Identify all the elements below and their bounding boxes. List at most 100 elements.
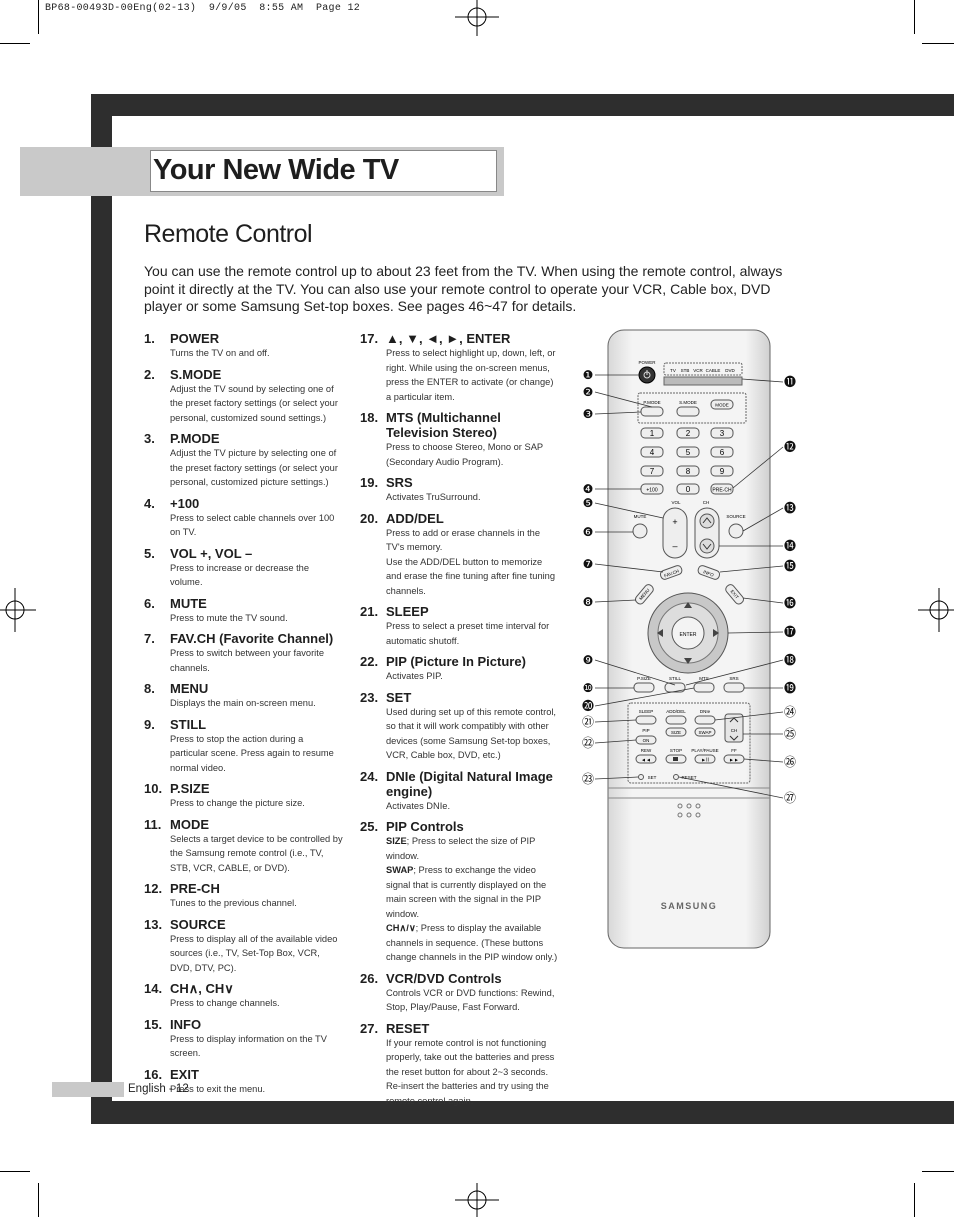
srs-button[interactable]: [723, 682, 745, 693]
item-number: 11.: [144, 816, 162, 832]
mode-cable-label: CABLE: [706, 368, 721, 373]
digit-1-button[interactable]: [640, 427, 664, 439]
digit-6-button[interactable]: [710, 446, 734, 458]
srs-label: SRS: [729, 676, 738, 681]
item-description: Press to change channels.: [170, 998, 280, 1008]
item-number: 7.: [144, 631, 155, 646]
enter-button[interactable]: [671, 616, 705, 650]
still-button[interactable]: [664, 682, 686, 693]
volume-rocker[interactable]: [662, 507, 688, 559]
item-number: 23.: [360, 689, 379, 705]
item-name: SLEEP: [386, 604, 429, 619]
item-name: P.MODE: [170, 431, 220, 446]
pip-swap-button[interactable]: [694, 727, 716, 737]
digit-2-button[interactable]: [676, 427, 700, 439]
crop-mark: [922, 43, 954, 44]
set-label: SET: [648, 775, 657, 780]
mode-button[interactable]: [710, 399, 734, 410]
favch-button[interactable]: [659, 564, 683, 580]
callout-15: ⓯: [784, 559, 796, 573]
callout-3: ❸: [583, 407, 594, 421]
item-number: 13.: [144, 916, 163, 932]
mode-stb-label: STB: [681, 368, 690, 373]
menu-button[interactable]: [634, 583, 655, 606]
mute-button[interactable]: [632, 523, 648, 539]
print-header: BP68-00493D-00Eng(02-13) 9/9/05 8:55 AM …: [45, 3, 361, 14]
list-item: 24.DNIe (Digital Natural Image engine)Ac…: [360, 769, 560, 814]
smode-button[interactable]: [676, 406, 700, 417]
dnie-button[interactable]: [694, 715, 716, 725]
reset-label: RESET: [681, 775, 696, 780]
digit-5-button[interactable]: [676, 446, 700, 458]
item-description: Press to display information on the TV s…: [170, 1033, 327, 1059]
arrow-right-icon: [713, 629, 719, 637]
playpause-button[interactable]: [694, 754, 716, 764]
item-description: Press to select cable channels over 100 …: [170, 512, 335, 538]
item-description: Adjust the TV sound by selecting one of …: [170, 383, 338, 423]
mts-button[interactable]: [693, 682, 715, 693]
reset-button[interactable]: [673, 774, 679, 780]
term-text: ; Press to display the available channel…: [386, 923, 558, 962]
remote-control-illustration: POWER TV STB VCR CABLE DVD P.MODE S.MODE…: [582, 329, 796, 949]
callout-6: ❻: [583, 525, 594, 539]
callout-20: ⓴: [582, 699, 594, 713]
pip-swap-label: SWAP: [698, 730, 711, 735]
info-button[interactable]: [697, 564, 721, 580]
item-name: INFO: [170, 1016, 202, 1032]
callout-21: ㉑: [582, 715, 594, 729]
item-name: SET: [386, 689, 412, 705]
sleep-button[interactable]: [635, 715, 657, 725]
adddel-button[interactable]: [665, 715, 687, 725]
callout-17: ⓱: [784, 625, 796, 639]
psize-button[interactable]: [633, 682, 655, 693]
item-name: ADD/DEL: [386, 510, 444, 526]
item-description: Selects a target device to be controlled…: [170, 833, 343, 873]
source-button[interactable]: [728, 523, 744, 539]
digit-label: 0: [686, 485, 691, 494]
pip-size-button[interactable]: [665, 727, 687, 737]
list-item: 5.VOL +, VOL –Press to increase or decre…: [144, 546, 344, 590]
item-description: Press to choose Stereo, Mono or SAP (Sec…: [386, 442, 543, 467]
list-item: 14.CH∧, CH∨Press to change channels.: [144, 981, 344, 1011]
item-description: Press to select a preset time interval f…: [386, 621, 550, 646]
stop-icon: [673, 757, 678, 761]
item-description: Use the ADD/DEL button to memorize and e…: [386, 556, 556, 596]
callout-22: ㉒: [582, 736, 594, 750]
item-description: Displays the main on-screen menu.: [170, 698, 316, 708]
item-number: 22.: [360, 654, 379, 669]
exit-label: EXIT: [729, 589, 739, 600]
exit-button[interactable]: [724, 583, 745, 606]
digit-label: 1: [650, 429, 655, 438]
prech-button[interactable]: [710, 483, 734, 495]
source-label: SOURCE: [726, 514, 745, 519]
item-name: S.MODE: [170, 366, 222, 382]
pmode-button[interactable]: [640, 406, 664, 417]
item-number: 5.: [144, 545, 155, 561]
power-label: POWER: [638, 360, 656, 365]
digit-label: 6: [720, 448, 725, 457]
item-number: 1.: [144, 331, 155, 346]
digit-9-button[interactable]: [710, 465, 734, 477]
digit-8-button[interactable]: [676, 465, 700, 477]
digit-0-button[interactable]: [676, 483, 700, 495]
callout-1: ❶: [583, 368, 594, 382]
registration-mark-bottom: [455, 1183, 499, 1217]
digit-4-button[interactable]: [640, 446, 664, 458]
set-button[interactable]: [638, 774, 644, 780]
pip-label: PIP: [642, 728, 649, 733]
registration-mark-left: [0, 588, 36, 632]
digit-7-button[interactable]: [640, 465, 664, 477]
rewind-button[interactable]: [635, 754, 657, 764]
callout-26: ㉖: [784, 755, 796, 769]
callout-10: ❿: [583, 681, 594, 695]
digit-3-button[interactable]: [710, 427, 734, 439]
smode-label: S.MODE: [679, 400, 697, 405]
item-number: 18.: [360, 410, 379, 425]
